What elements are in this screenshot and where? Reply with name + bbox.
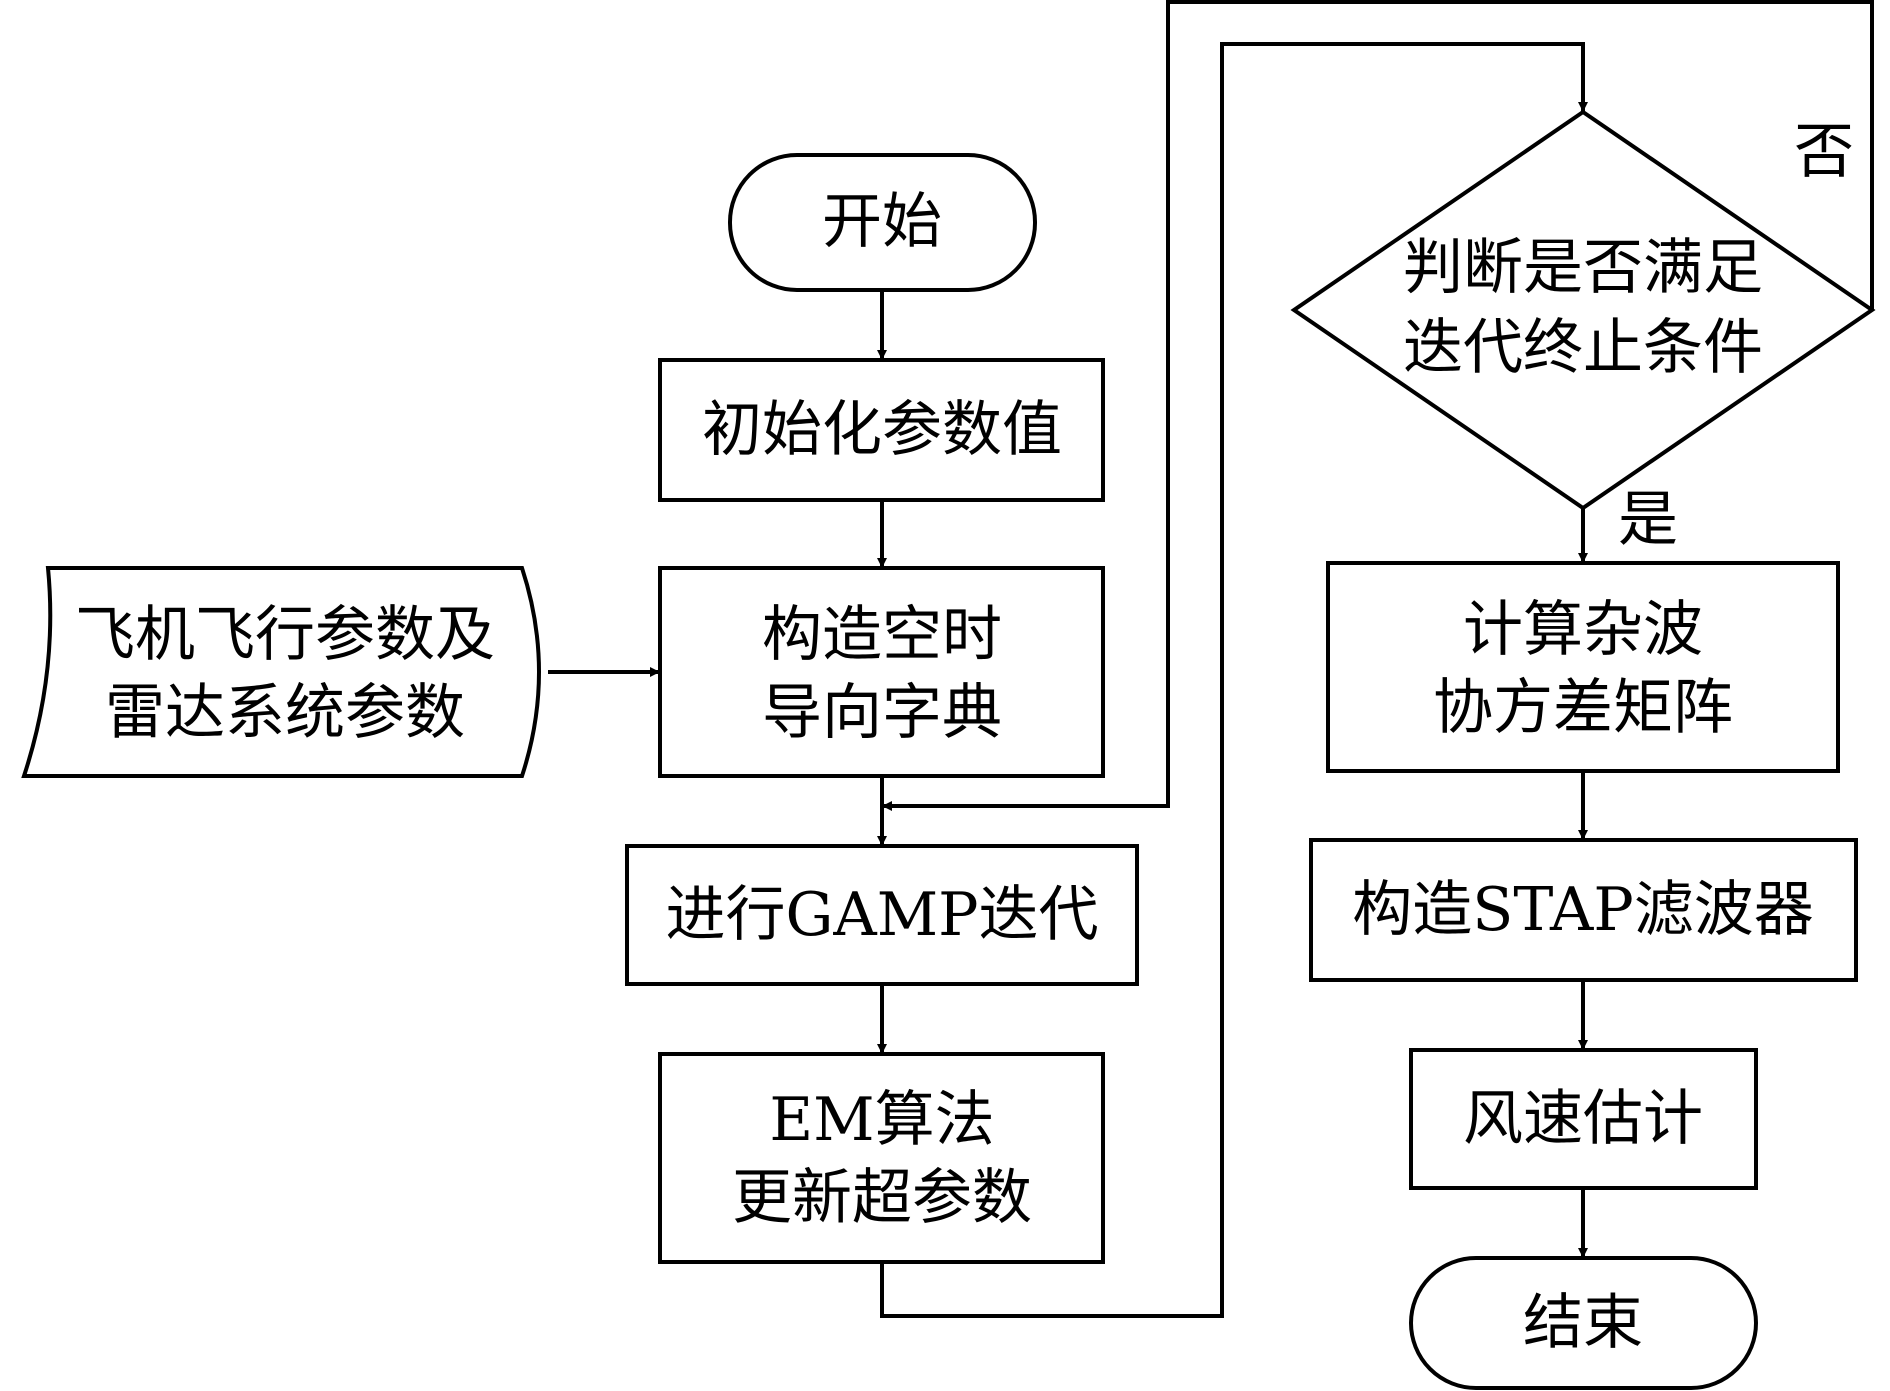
end-label: 结束 bbox=[1523, 1288, 1643, 1358]
wind-estimate-label: 风速估计 bbox=[1463, 1084, 1703, 1154]
flight-radar-params-node: 飞机飞行参数及 雷达系统参数 bbox=[21, 566, 541, 778]
flight-radar-params-line1: 飞机飞行参数及 bbox=[75, 600, 495, 670]
build-dictionary-line1: 构造空时 bbox=[762, 600, 1002, 670]
decision-node: 判断是否满足 迭代终止条件 bbox=[1290, 109, 1876, 511]
edge-label-no: 否 bbox=[1794, 117, 1854, 187]
init-params-label: 初始化参数值 bbox=[702, 395, 1062, 465]
stap-filter-node: 构造STAP滤波器 bbox=[1309, 838, 1858, 982]
build-dictionary-node: 构造空时 导向字典 bbox=[658, 566, 1105, 778]
stap-filter-label: 构造STAP滤波器 bbox=[1352, 875, 1814, 945]
start-node: 开始 bbox=[728, 153, 1037, 292]
clutter-covariance-line2: 协方差矩阵 bbox=[1433, 673, 1733, 743]
init-params-node: 初始化参数值 bbox=[658, 358, 1105, 502]
clutter-covariance-line1: 计算杂波 bbox=[1463, 595, 1703, 665]
build-dictionary-line2: 导向字典 bbox=[762, 678, 1002, 748]
flight-radar-params-line2: 雷达系统参数 bbox=[105, 678, 465, 748]
arrow-em-to-decision bbox=[880, 42, 1588, 1318]
wind-estimate-node: 风速估计 bbox=[1409, 1048, 1758, 1190]
edge-label-yes: 是 bbox=[1618, 485, 1678, 555]
start-label: 开始 bbox=[822, 187, 942, 257]
em-update-node: EM算法 更新超参数 bbox=[658, 1052, 1105, 1264]
arrow-decision-no-loop bbox=[882, 0, 1874, 811]
decision-line1: 判断是否满足 bbox=[1403, 233, 1763, 303]
gamp-iteration-node: 进行GAMP迭代 bbox=[625, 844, 1139, 986]
em-update-line2: 更新超参数 bbox=[732, 1163, 1032, 1233]
em-update-line1: EM算法 bbox=[769, 1085, 994, 1155]
end-node: 结束 bbox=[1409, 1256, 1758, 1390]
decision-line2: 迭代终止条件 bbox=[1403, 313, 1763, 383]
clutter-covariance-node: 计算杂波 协方差矩阵 bbox=[1326, 561, 1840, 773]
gamp-iteration-label: 进行GAMP迭代 bbox=[665, 880, 1098, 950]
